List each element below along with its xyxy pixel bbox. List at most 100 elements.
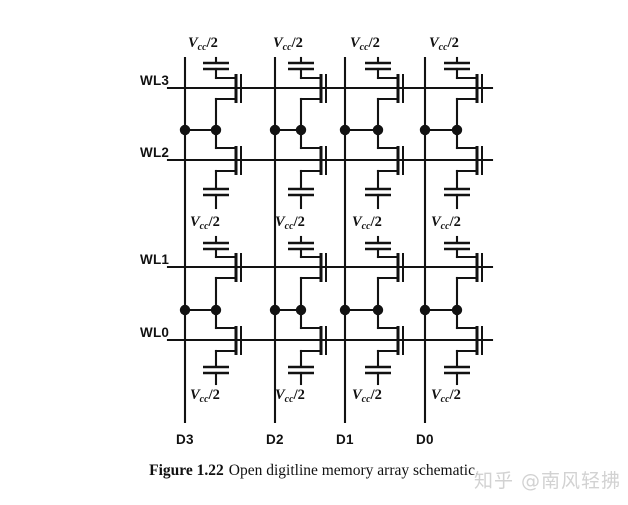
contact-dot-digitline bbox=[419, 304, 431, 316]
wordline-label-wl2: WL2 bbox=[140, 145, 169, 160]
vcc-half-glyph: /2 bbox=[293, 387, 305, 403]
svg-text:Vcc/2: Vcc/2 bbox=[429, 35, 459, 53]
contact-pair-d1-upper bbox=[339, 124, 384, 136]
wordline-labels: WL3 WL2 WL1 WL0 bbox=[140, 73, 169, 340]
vcc-half-glyph: /2 bbox=[370, 387, 382, 403]
vcc-cc-subscript: cc bbox=[200, 394, 209, 405]
cell-d1-wl0 bbox=[365, 308, 404, 386]
vcc-half-glyph: /2 bbox=[370, 214, 382, 230]
plate-label-top-d3: Vcc/2 bbox=[188, 35, 218, 53]
svg-text:Vcc/2: Vcc/2 bbox=[273, 35, 303, 53]
vcc-half-glyph: /2 bbox=[291, 35, 303, 51]
vcc-half-glyph: /2 bbox=[208, 214, 220, 230]
vcc-half-glyph: /2 bbox=[449, 214, 461, 230]
contact-pair-d0-upper bbox=[419, 124, 463, 136]
vcc-v-glyph: V bbox=[431, 387, 442, 403]
vcc-half-glyph: /2 bbox=[368, 35, 380, 51]
vcc-cc-subscript: cc bbox=[283, 42, 292, 53]
contact-dot-digitline bbox=[179, 304, 191, 316]
svg-text:Vcc/2: Vcc/2 bbox=[190, 387, 220, 405]
digitline-labels: D3 D2 D1 D0 bbox=[176, 432, 434, 447]
vcc-half-glyph: /2 bbox=[449, 387, 461, 403]
contact-dot-digitline bbox=[339, 304, 351, 316]
vcc-v-glyph: V bbox=[275, 387, 286, 403]
vcc-cc-subscript: cc bbox=[285, 221, 294, 232]
contact-dot-digitline bbox=[419, 124, 431, 136]
digitline-label-d0: D0 bbox=[416, 432, 434, 447]
digitline-label-d2: D2 bbox=[266, 432, 284, 447]
plate-label-mid-d1: Vcc/2 bbox=[352, 214, 382, 232]
plate-labels-top-row: Vcc/2 Vcc/2 Vcc/2 Vcc/2 bbox=[188, 35, 459, 53]
digitline-group bbox=[183, 56, 427, 424]
plate-label-mid-d2: Vcc/2 bbox=[275, 214, 305, 232]
plate-label-top-d2: Vcc/2 bbox=[273, 35, 303, 53]
plate-label-top-d0: Vcc/2 bbox=[429, 35, 459, 53]
cell-d0-wl3 bbox=[444, 56, 483, 132]
vcc-cc-subscript: cc bbox=[441, 221, 450, 232]
cell-d0-wl1 bbox=[444, 235, 483, 312]
vcc-v-glyph: V bbox=[431, 214, 442, 230]
memory-column-d2 bbox=[269, 56, 327, 386]
memory-column-d0 bbox=[419, 56, 483, 386]
cell-d3-wl3 bbox=[203, 56, 242, 132]
vcc-cc-subscript: cc bbox=[200, 221, 209, 232]
contact-dot-digitline bbox=[179, 124, 191, 136]
cell-d2-wl1 bbox=[288, 235, 327, 312]
svg-text:Vcc/2: Vcc/2 bbox=[275, 214, 305, 232]
contact-pair-d0-lower bbox=[419, 304, 463, 316]
wordline-label-wl1: WL1 bbox=[140, 252, 169, 267]
figure-number: Figure 1.22 bbox=[149, 462, 224, 479]
svg-text:Vcc/2: Vcc/2 bbox=[190, 214, 220, 232]
plate-label-bot-d0: Vcc/2 bbox=[431, 387, 461, 405]
vcc-v-glyph: V bbox=[190, 214, 201, 230]
vcc-cc-subscript: cc bbox=[198, 42, 207, 53]
plate-labels-bottom-row: Vcc/2 Vcc/2 Vcc/2 Vcc/2 bbox=[190, 387, 461, 405]
cell-d1-wl3 bbox=[365, 56, 404, 132]
vcc-cc-subscript: cc bbox=[362, 394, 371, 405]
svg-text:Vcc/2: Vcc/2 bbox=[431, 214, 461, 232]
svg-text:Vcc/2: Vcc/2 bbox=[352, 387, 382, 405]
vcc-v-glyph: V bbox=[429, 35, 440, 51]
vcc-half-glyph: /2 bbox=[447, 35, 459, 51]
svg-text:Vcc/2: Vcc/2 bbox=[350, 35, 380, 53]
vcc-v-glyph: V bbox=[352, 214, 363, 230]
cell-d0-wl0 bbox=[444, 308, 483, 386]
contact-pair-d3-upper bbox=[179, 124, 222, 136]
vcc-cc-subscript: cc bbox=[439, 42, 448, 53]
memory-column-d3 bbox=[179, 56, 242, 386]
cell-d2-wl2 bbox=[288, 128, 327, 210]
cell-d0-wl2 bbox=[444, 128, 483, 210]
cell-d3-wl1 bbox=[203, 235, 242, 312]
plate-label-mid-d3: Vcc/2 bbox=[190, 214, 220, 232]
vcc-v-glyph: V bbox=[273, 35, 284, 51]
cell-d1-wl1 bbox=[365, 235, 404, 312]
digitline-label-d1: D1 bbox=[336, 432, 354, 447]
plate-label-mid-d0: Vcc/2 bbox=[431, 214, 461, 232]
svg-text:Vcc/2: Vcc/2 bbox=[188, 35, 218, 53]
cell-d2-wl3 bbox=[288, 56, 327, 132]
vcc-cc-subscript: cc bbox=[360, 42, 369, 53]
vcc-cc-subscript: cc bbox=[285, 394, 294, 405]
vcc-half-glyph: /2 bbox=[293, 214, 305, 230]
vcc-half-glyph: /2 bbox=[208, 387, 220, 403]
vcc-v-glyph: V bbox=[190, 387, 201, 403]
wordline-label-wl0: WL0 bbox=[140, 325, 169, 340]
svg-text:Vcc/2: Vcc/2 bbox=[275, 387, 305, 405]
memory-column-d1 bbox=[339, 56, 404, 386]
figure-caption-text: Open digitline memory array schematic. bbox=[228, 462, 479, 479]
plate-labels-middle-row: Vcc/2 Vcc/2 Vcc/2 Vcc/2 bbox=[190, 214, 461, 232]
vcc-v-glyph: V bbox=[350, 35, 361, 51]
wordline-group bbox=[166, 86, 494, 342]
svg-text:Vcc/2: Vcc/2 bbox=[431, 387, 461, 405]
vcc-v-glyph: V bbox=[275, 214, 286, 230]
vcc-half-glyph: /2 bbox=[206, 35, 218, 51]
vcc-v-glyph: V bbox=[188, 35, 199, 51]
contact-dot-digitline bbox=[269, 124, 281, 136]
cell-d3-wl0 bbox=[203, 308, 242, 386]
svg-text:Vcc/2: Vcc/2 bbox=[352, 214, 382, 232]
plate-label-bot-d3: Vcc/2 bbox=[190, 387, 220, 405]
plate-label-bot-d2: Vcc/2 bbox=[275, 387, 305, 405]
